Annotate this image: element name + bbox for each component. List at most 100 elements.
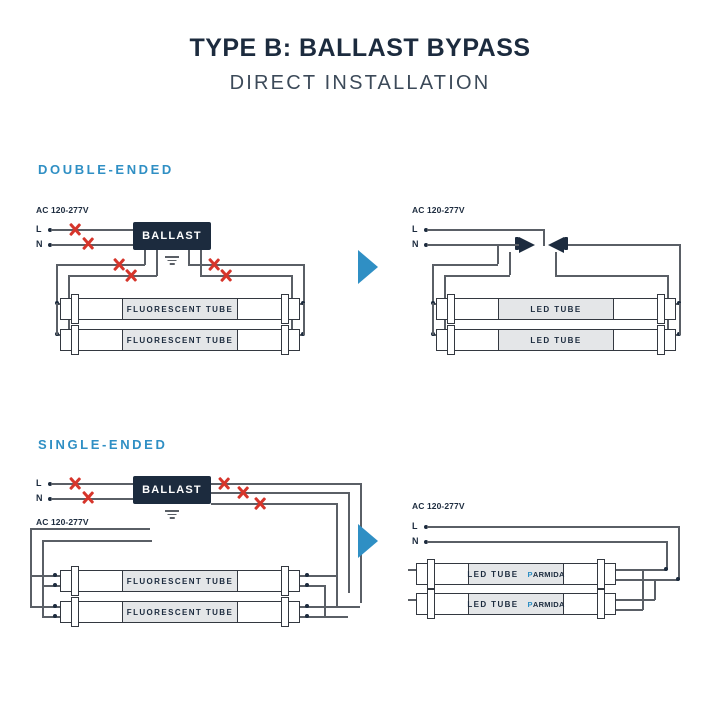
- wire-ballast-out-left-v: [144, 250, 146, 265]
- wire-tap-bottom: [612, 579, 679, 581]
- tube-end-cap-left: [71, 294, 79, 324]
- wire-out-3-h: [211, 503, 337, 505]
- wire-right-down-2: [291, 275, 293, 304]
- tube-label: FLUORESCENT TUBE: [126, 576, 234, 586]
- led-tube-1: LED TUBE: [436, 294, 676, 324]
- wire-ballast-out-left2-v: [156, 250, 158, 276]
- tube-end-cap-right: [281, 566, 289, 596]
- wire-right-bus-1: [679, 303, 681, 335]
- tube-end-cap-right: [597, 559, 605, 589]
- wire-right-bus-1: [303, 303, 305, 335]
- wire-left-feed-h: [432, 264, 498, 266]
- terminal-node-n: [48, 497, 52, 501]
- wire-l-to-ballast: [51, 483, 133, 485]
- section-heading-double-ended: DOUBLE-ENDED: [38, 162, 174, 177]
- pin-left-top-b: [42, 585, 60, 587]
- ballast-box: BALLAST: [133, 476, 211, 504]
- brand-name: ARMIDA: [532, 599, 565, 609]
- cut-marker-x: [80, 236, 95, 251]
- terminal-label-n: N: [412, 536, 419, 546]
- fluorescent-tube-3: FLUORESCENT TUBE: [60, 566, 300, 596]
- wire-return-h1: [30, 528, 150, 530]
- pin-right-top-a: [300, 575, 336, 577]
- wire-n-drop: [666, 541, 668, 570]
- terminal-node-l: [48, 228, 52, 232]
- wire-right-bus-2: [324, 585, 326, 617]
- brand-initial: P: [527, 599, 533, 609]
- wire-right-feed-h: [568, 244, 679, 246]
- pin-left-top-a: [30, 575, 60, 577]
- wire-ballast-out-right2-h: [200, 275, 292, 277]
- tube-end-cap-right: [281, 325, 289, 355]
- terminal-label-l: L: [412, 224, 418, 234]
- tube-end-cap-right: [281, 294, 289, 324]
- wire-left-down-2: [68, 275, 70, 304]
- pin-right-bot-a: [300, 606, 360, 608]
- supply-label: AC 120-277V: [412, 501, 465, 511]
- wire-ballast-out-right-v: [188, 250, 190, 265]
- wire-out-3-v: [336, 503, 338, 593]
- tube-label: LED TUBE: [530, 304, 582, 314]
- ballast-box: BALLAST: [133, 222, 211, 250]
- tube-end-cap-left: [71, 325, 79, 355]
- tap-node-2: [676, 577, 680, 581]
- tube-label: LED TUBE: [530, 335, 582, 345]
- wire-ballast-out-left2-h: [68, 275, 157, 277]
- tube-end-cap-left: [71, 597, 79, 627]
- wire-return-v2: [42, 540, 44, 585]
- pin-node-5: [305, 573, 309, 577]
- fluorescent-tube-1: FLUORESCENT TUBE: [60, 294, 300, 324]
- wire-left-down-1: [56, 264, 58, 304]
- fluorescent-tube-4: FLUORESCENT TUBE: [60, 597, 300, 627]
- wire-out-1-h: [211, 483, 361, 485]
- wire-left-bus-1: [432, 303, 434, 335]
- terminal-label-l: L: [36, 224, 42, 234]
- tube-label: FLUORESCENT TUBE: [126, 304, 234, 314]
- wire-l-drop: [543, 229, 545, 246]
- wire-left-bus-1: [30, 575, 32, 607]
- section-heading-single-ended: SINGLE-ENDED: [38, 437, 168, 452]
- page-subtitle: DIRECT INSTALLATION: [229, 72, 491, 94]
- tube-glass: FLUORESCENT TUBE: [122, 602, 238, 622]
- supply-label: AC 120-277V: [36, 517, 89, 527]
- pin-left-stub-1: [408, 569, 416, 571]
- pin-right-top-b: [300, 585, 324, 587]
- pin-node-4: [53, 614, 57, 618]
- cut-marker-x: [67, 476, 82, 491]
- cut-marker-x: [218, 268, 233, 283]
- tube-end-cap-left: [447, 325, 455, 355]
- wire-return-v1: [30, 528, 32, 576]
- wire-tap-bot3: [612, 609, 643, 611]
- conversion-arrow-1: [358, 250, 378, 284]
- wire-ballast-out-right2-v: [200, 250, 202, 276]
- wire-right-bus-1: [336, 585, 338, 607]
- wire-tap-down: [654, 579, 656, 600]
- terminal-node-l: [424, 228, 428, 232]
- page-title: TYPE B: BALLAST BYPASS: [189, 34, 531, 62]
- wire-right-feed-v: [679, 244, 681, 304]
- tube-end-cap-left: [427, 559, 435, 589]
- wire-left-feed2-v: [444, 275, 446, 304]
- pin-left-bot-b: [42, 616, 60, 618]
- pin-left-bot-a: [30, 606, 60, 608]
- wire-tap-top: [612, 569, 667, 571]
- ground-symbol: [165, 256, 179, 266]
- cut-marker-x: [216, 476, 231, 491]
- cut-marker-x: [235, 485, 250, 500]
- wire-right-feed2-h: [555, 275, 668, 277]
- tube-glass: LED TUBE: [498, 299, 614, 319]
- terminal-label-n: N: [36, 239, 43, 249]
- tube-label: LED TUBE: [467, 569, 519, 579]
- wire-left-bus-2: [42, 585, 44, 617]
- wire-connector-left-cap: [515, 237, 519, 250]
- tube-end-cap-right: [597, 589, 605, 619]
- pin-node-3: [53, 604, 57, 608]
- tube-end-cap-right: [657, 325, 665, 355]
- terminal-node-n: [48, 243, 52, 247]
- pin-node-8: [305, 614, 309, 618]
